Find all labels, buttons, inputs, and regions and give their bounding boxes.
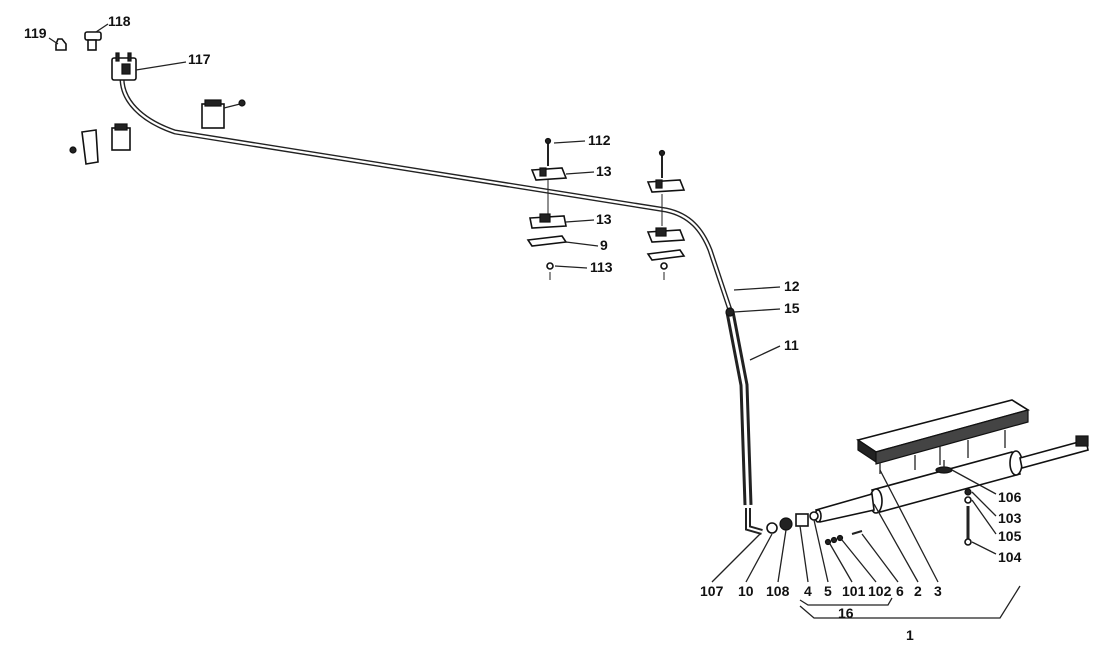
part-4-5 — [795, 511, 819, 527]
label-11: 11 — [784, 337, 799, 353]
label-112: 112 — [588, 132, 611, 148]
part-117-connector — [111, 52, 137, 81]
label-15: 15 — [784, 300, 800, 316]
part-118-plug — [84, 31, 102, 51]
ferrule-15 — [725, 307, 735, 317]
pin-6 — [851, 530, 863, 535]
label-12: 12 — [784, 278, 800, 294]
label-1: 1 — [906, 627, 914, 643]
pipe-12 — [119, 77, 733, 311]
label-113: 113 — [590, 259, 613, 275]
seal-10 — [766, 522, 778, 534]
fitting-107 — [745, 508, 763, 535]
label-13-upper: 13 — [596, 163, 612, 179]
label-3: 3 — [934, 583, 942, 599]
label-13-lower: 13 — [596, 211, 612, 227]
label-108: 108 — [766, 583, 790, 599]
label-4: 4 — [804, 583, 812, 599]
label-107: 107 — [700, 583, 724, 599]
label-6: 6 — [896, 583, 904, 599]
label-10: 10 — [738, 583, 754, 599]
label-101: 101 — [842, 583, 866, 599]
cylinder-assembly — [814, 399, 1089, 546]
label-102: 102 — [868, 583, 892, 599]
pipe-clamp-left — [69, 99, 246, 165]
label-2: 2 — [914, 583, 922, 599]
part-labels: 119 118 117 112 13 13 9 113 12 15 11 106… — [24, 13, 1022, 643]
label-104: 104 — [998, 549, 1022, 565]
leader-lines — [48, 23, 1021, 619]
label-103: 103 — [998, 510, 1022, 526]
hose-11 — [725, 311, 753, 506]
label-117: 117 — [188, 51, 211, 67]
label-16: 16 — [838, 605, 854, 621]
part-101-102 — [824, 534, 844, 546]
nut-108 — [779, 517, 793, 531]
label-9: 9 — [600, 237, 608, 253]
label-119: 119 — [24, 25, 47, 41]
label-118: 118 — [108, 13, 131, 29]
part-119-cap — [55, 38, 67, 51]
label-106: 106 — [998, 489, 1022, 505]
label-105: 105 — [998, 528, 1022, 544]
clamp-stack-left — [526, 137, 568, 280]
label-5: 5 — [824, 583, 832, 599]
clamp-stack-right — [646, 149, 686, 280]
